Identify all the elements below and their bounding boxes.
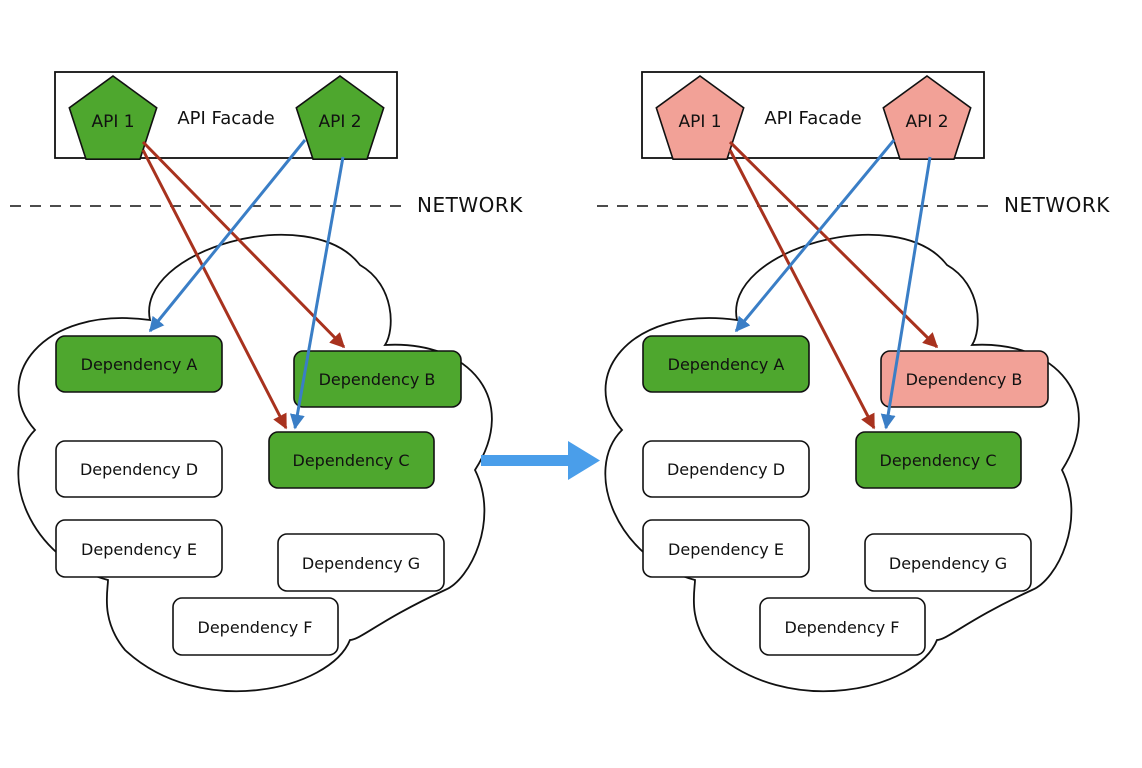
api-1-node: API 1 (68, 75, 158, 160)
pentagon-shape (655, 75, 745, 160)
pentagon-shape (295, 75, 385, 160)
dependency-box-6: Dependency G (277, 533, 445, 592)
dependency-box-2: Dependency B (880, 350, 1049, 408)
api-1-node: API 1 (655, 75, 745, 160)
api-1-call-arrow-1 (728, 140, 939, 349)
panel-1: API Facade API 1 API 2 NETWORK Dependency A D… (10, 71, 523, 692)
dependency-rect (855, 431, 1022, 489)
api-2-call-arrow-3 (148, 139, 307, 333)
api-2-call-arrow-4 (289, 156, 345, 430)
dependency-box-1: Dependency A (55, 335, 223, 393)
dependency-label: Dependency F (785, 618, 900, 637)
api-2-node: API 2 (882, 75, 972, 160)
dependency-box-2: Dependency B (293, 350, 462, 408)
dependency-label: Dependency G (302, 554, 420, 573)
panel-2: API Facade API 1 API 2 NETWORK Dependency A D… (597, 71, 1110, 692)
transition-arrow (481, 441, 600, 480)
api-facade-label: API Facade (177, 108, 274, 129)
dependency-rect (55, 519, 223, 578)
api-facade-label: API Facade (764, 108, 861, 129)
dependency-rect (277, 533, 445, 592)
dependency-box-5: Dependency E (642, 519, 810, 578)
dependency-rect (268, 431, 435, 489)
dependency-rect (759, 597, 926, 656)
dependency-box-1: Dependency A (642, 335, 810, 393)
api-2-call-arrow-4 (880, 156, 932, 430)
api-2-label: API 2 (905, 112, 948, 132)
dependency-rect (172, 597, 339, 656)
dependency-label: Dependency B (319, 370, 436, 389)
dependency-label: Dependency C (880, 451, 997, 470)
pentagon-shape (68, 75, 158, 160)
pentagon-shape (882, 75, 972, 160)
api-1-call-arrow-2 (141, 149, 288, 430)
dependency-box-5: Dependency E (55, 519, 223, 578)
dependency-label: Dependency D (80, 460, 198, 479)
dependency-label: Dependency F (198, 618, 313, 637)
dependency-rect (293, 350, 462, 408)
dependency-label: Dependency D (667, 460, 785, 479)
network-label: NETWORK (1004, 193, 1110, 217)
dependency-box-7: Dependency F (759, 597, 926, 656)
dependency-rect (55, 440, 223, 498)
dependency-box-6: Dependency G (864, 533, 1032, 592)
dependency-box-3: Dependency C (855, 431, 1022, 489)
dependency-label: Dependency E (668, 540, 784, 559)
api-1-call-arrow-1 (141, 140, 346, 349)
dependency-label: Dependency B (906, 370, 1023, 389)
dependency-box-4: Dependency D (642, 440, 810, 498)
api-1-label: API 1 (91, 112, 134, 132)
api-1-call-arrow-2 (728, 149, 876, 430)
dependency-label: Dependency A (81, 355, 198, 374)
dependency-rect (55, 335, 223, 393)
dependency-label: Dependency E (81, 540, 197, 559)
dependency-label: Dependency G (889, 554, 1007, 573)
dependency-box-4: Dependency D (55, 440, 223, 498)
dependency-rect (880, 350, 1049, 408)
dependency-box-3: Dependency C (268, 431, 435, 489)
api-2-node: API 2 (295, 75, 385, 160)
panels: API Facade API 1 API 2 NETWORK Dependency A D… (10, 71, 1110, 692)
dependency-box-7: Dependency F (172, 597, 339, 656)
network-label: NETWORK (417, 193, 523, 217)
dependency-label: Dependency C (293, 451, 410, 470)
api-2-label: API 2 (318, 112, 361, 132)
api-2-call-arrow-3 (734, 139, 896, 333)
dependency-rect (642, 335, 810, 393)
dependency-rect (642, 519, 810, 578)
dependency-rect (864, 533, 1032, 592)
dependency-label: Dependency A (668, 355, 785, 374)
dependency-rect (642, 440, 810, 498)
api-1-label: API 1 (678, 112, 721, 132)
